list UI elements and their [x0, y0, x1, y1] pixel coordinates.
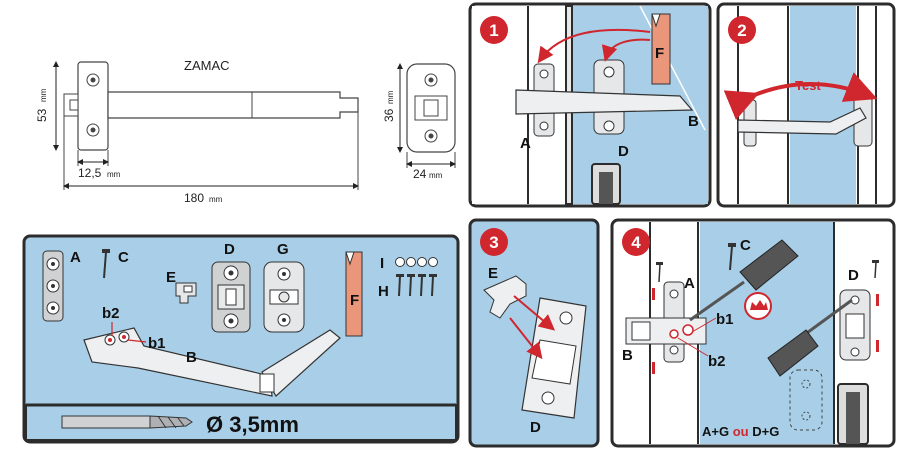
- screwdriver-icon: [689, 239, 799, 322]
- combo-or: ou: [733, 424, 749, 439]
- combo-left: A+G: [702, 424, 729, 439]
- strength-icon: [744, 292, 772, 320]
- step-2-panel: Test 2: [716, 2, 896, 208]
- s4-label-a: A: [684, 275, 695, 292]
- s1-label-d: D: [618, 143, 629, 160]
- label-b2: b2: [102, 305, 120, 322]
- combo-text: A+G ou D+G: [702, 424, 779, 439]
- drill-size: Ø 3,5mm: [206, 412, 299, 437]
- s1-label-f: F: [655, 45, 664, 62]
- label-b: B: [186, 349, 197, 366]
- test-label: Test: [795, 78, 821, 93]
- base-width-dimension: 12,5: [78, 166, 102, 180]
- step-1-number: 1: [489, 21, 498, 40]
- clip-height-unit: mm: [386, 90, 395, 104]
- step-2-number: 2: [737, 21, 746, 40]
- step-4-panel: C A B b1 b2 D A+G ou D+G 4: [610, 218, 896, 448]
- drill-bit: [61, 415, 193, 429]
- screwdriver-icon-2: [767, 298, 853, 377]
- label-c: C: [118, 249, 129, 266]
- part-d: [211, 261, 251, 333]
- length-unit: mm: [209, 195, 223, 204]
- s4-label-b1: b1: [716, 311, 734, 328]
- part-f-pad: [345, 251, 363, 337]
- s4-label-b2: b2: [708, 353, 726, 370]
- label-i: I: [380, 255, 384, 272]
- s4-label-c: C: [740, 237, 751, 254]
- clip-width-dimension: 24: [413, 167, 427, 181]
- clip-height-dimension: 36: [382, 108, 396, 122]
- washers: [395, 257, 438, 267]
- label-g: G: [277, 241, 289, 258]
- material-label: ZAMAC: [184, 58, 230, 73]
- label-b1: b1: [148, 335, 166, 352]
- washer-markers: [652, 288, 879, 374]
- dimension-drawing: 53 mm 12,5 mm 180 mm ZAMAC 36 mm 24 mm: [35, 58, 456, 205]
- part-a: [42, 250, 64, 322]
- s4-label-b: B: [622, 347, 633, 364]
- part-g: [263, 261, 305, 333]
- combo-right: D+G: [752, 424, 779, 439]
- step-4-number: 4: [631, 233, 641, 252]
- step-1-panel: F 1 A D B: [468, 2, 712, 208]
- label-d: D: [224, 241, 235, 258]
- height-dimension: 53: [35, 108, 49, 122]
- step-3-number: 3: [489, 233, 498, 252]
- step-3-panel: E D 3: [468, 218, 600, 448]
- label-f: F: [350, 292, 359, 309]
- part-c-screw: [102, 249, 110, 279]
- s3-label-e: E: [488, 265, 498, 282]
- parts-panel: A C E D G: [22, 234, 460, 444]
- label-h: H: [378, 283, 389, 300]
- clip-width-unit: mm: [429, 171, 443, 180]
- part-e: [175, 282, 197, 304]
- height-unit: mm: [39, 88, 48, 102]
- label-e: E: [166, 269, 176, 286]
- s3-label-d: D: [530, 419, 541, 436]
- screws-h: [396, 274, 437, 297]
- part-b-arm: [83, 327, 341, 397]
- base-width-unit: mm: [107, 170, 121, 179]
- label-a: A: [70, 249, 81, 266]
- length-dimension: 180: [184, 191, 204, 205]
- s4-label-d: D: [848, 267, 859, 284]
- s1-label-a: A: [520, 135, 531, 152]
- s1-label-b: B: [688, 113, 699, 130]
